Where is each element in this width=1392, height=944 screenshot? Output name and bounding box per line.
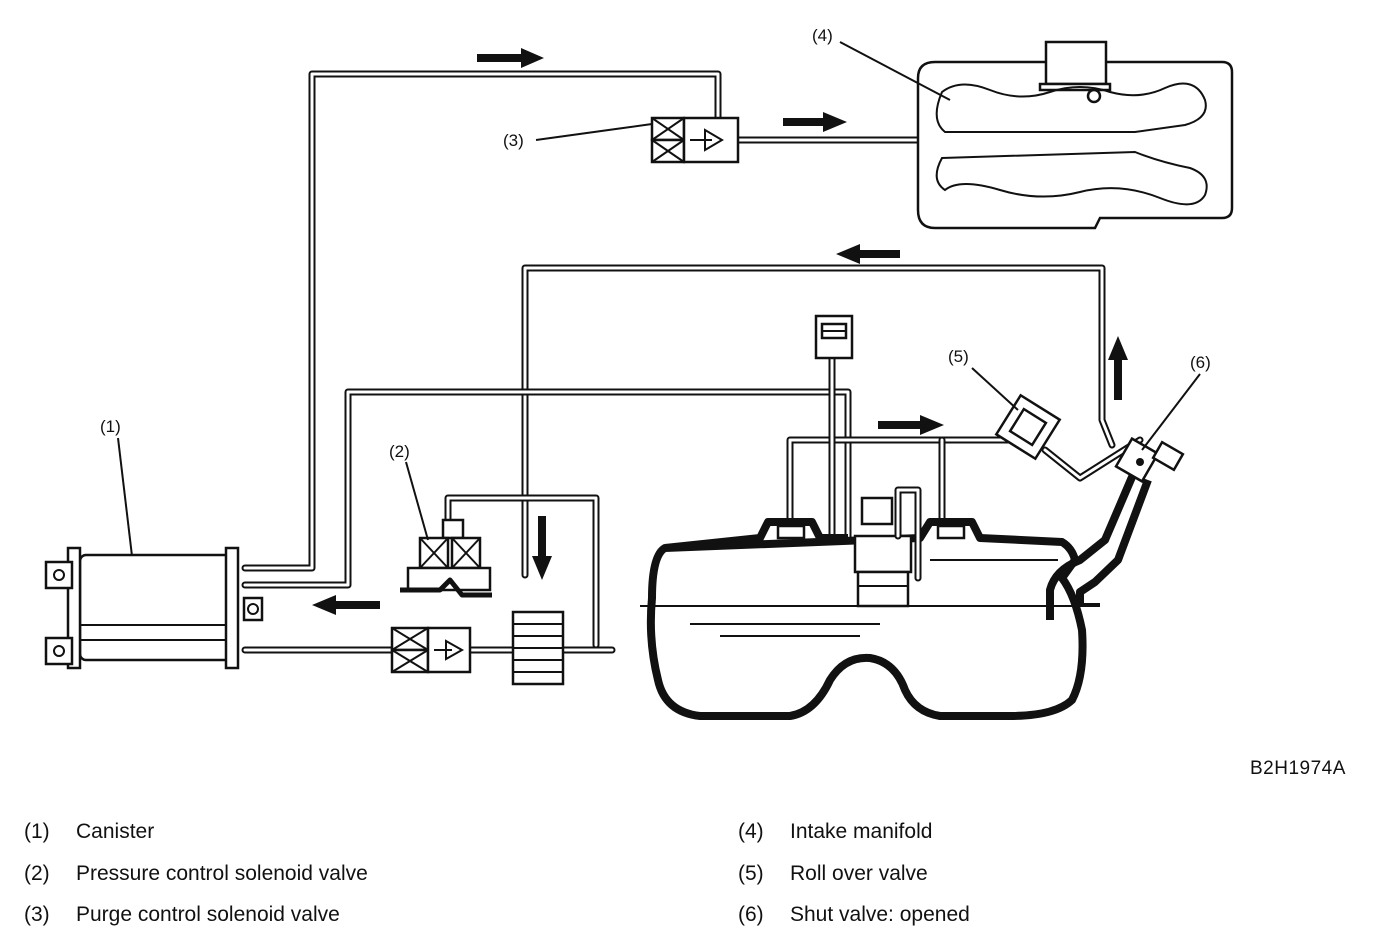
callout-roll-over-valve: (5) [948,347,969,366]
flow-arrow-down [532,516,552,580]
legend-item: (3) Purge control solenoid valve [24,903,340,927]
pressure-sensor [814,314,854,360]
fuel-tank [640,518,1095,720]
legend-label: Pressure control solenoid valve [76,862,368,885]
legend-number: (1) [24,820,50,843]
legend-label: Canister [76,820,155,843]
callout-pressure-control-valve: (2) [389,442,410,461]
legend-number: (5) [738,862,764,885]
legend-item: (4) Intake manifold [738,820,932,844]
roll-over-valve [994,393,1062,461]
legend-label: Intake manifold [790,820,933,843]
legend-item: (5) Roll over valve [738,862,928,886]
legend-label: Shut valve: opened [790,903,970,926]
callout-shut-valve: (6) [1190,353,1211,372]
flow-arrow-right-manifold [783,112,847,132]
pipe-pressure-valve-loop [444,494,600,649]
leader-lines [117,41,1201,557]
legend-number: (3) [24,903,50,926]
pipe-tank-top-to-rollover [786,421,1144,524]
pressure-control-solenoid-valve [400,518,492,598]
legend-label: Purge control solenoid valve [76,903,340,926]
purge-valve-bottom [390,626,472,674]
flow-arrow-left-return [836,244,900,264]
legend-number: (6) [738,903,764,926]
flow-arrow-right-top [477,48,544,68]
shut-valve [1114,436,1185,484]
figure-code: B2H1974A [1250,758,1346,779]
pipe-canister-to-purge-valve [241,70,722,572]
legend-item: (1) Canister [24,820,154,844]
intake-manifold [916,40,1234,230]
fuel-pump-unit [853,486,1058,608]
legend-label: Roll over valve [790,862,928,885]
callout-purge-control-valve: (3) [503,131,524,150]
flow-arrow-up-filler [1108,336,1128,400]
air-filter [511,610,565,686]
callout-canister: (1) [100,417,121,436]
legend-item: (2) Pressure control solenoid valve [24,862,368,886]
pipe-return-from-filler [521,264,1116,579]
legend-number: (4) [738,820,764,843]
legend-item: (6) Shut valve: opened [738,903,970,927]
canister [44,546,264,670]
flow-arrow-right-tank [878,415,944,435]
callout-intake-manifold: (4) [812,26,833,45]
flow-arrow-left-canister [312,595,380,615]
legend-number: (2) [24,862,50,885]
filler-neck [1046,468,1152,620]
purge-control-solenoid-valve-top [650,116,740,164]
